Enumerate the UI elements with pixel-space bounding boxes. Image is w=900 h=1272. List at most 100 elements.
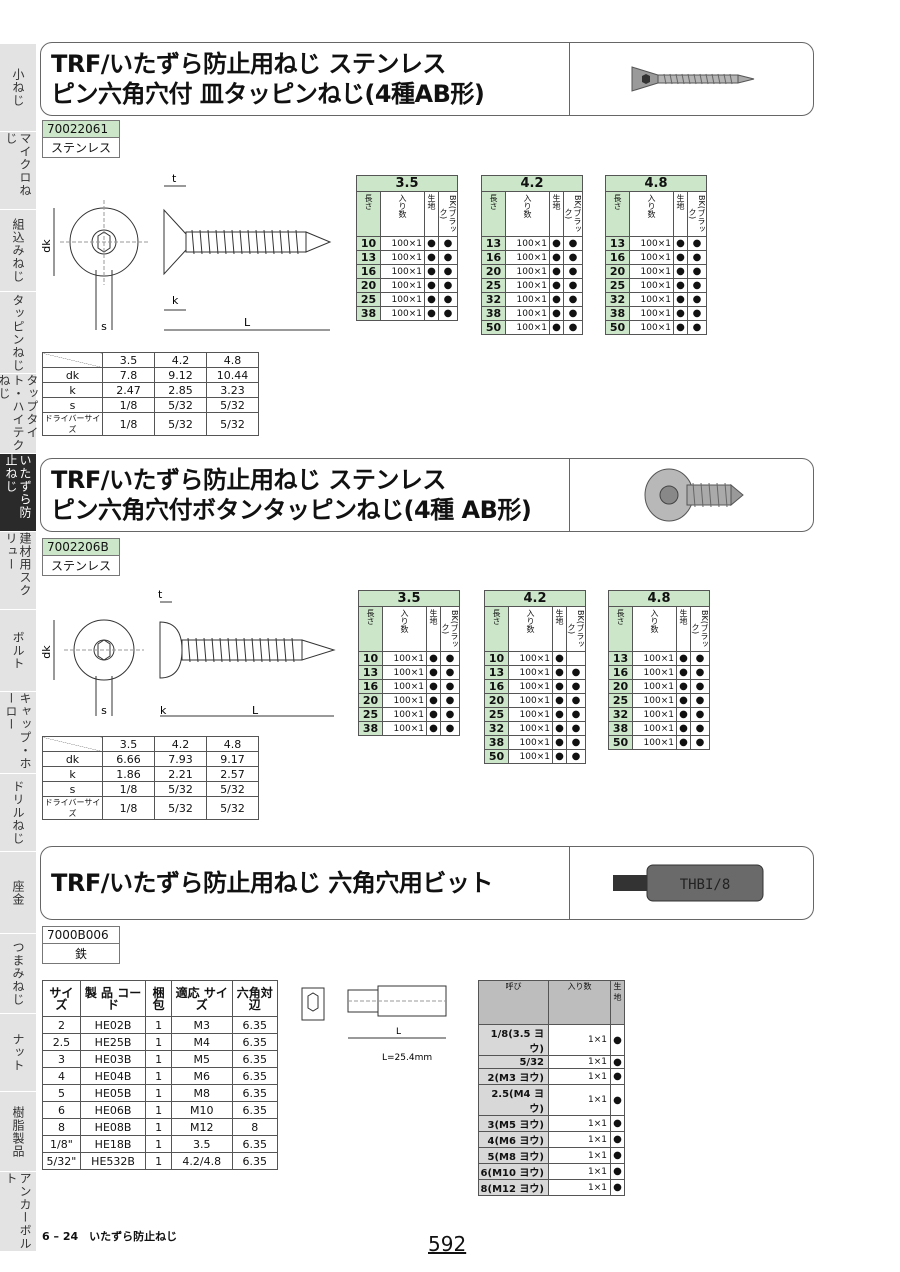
dim-cell: 5/32: [206, 781, 259, 797]
spec-cell: 13: [484, 665, 509, 680]
bit-cell: HE02B: [79, 1016, 147, 1034]
sel-cell: 1×1: [548, 1068, 611, 1085]
spec-cell: 100×1: [632, 721, 677, 736]
side-tab-14[interactable]: アンカーボルト: [0, 1172, 36, 1252]
spec-col-header: 入り数: [526, 609, 535, 633]
spec-cell: ●: [424, 292, 439, 307]
spec-cell: 50: [481, 320, 506, 335]
side-tab-12[interactable]: ナット: [0, 1014, 36, 1092]
bit-cell: HE04B: [79, 1067, 147, 1085]
bit-cell: M12: [170, 1118, 233, 1136]
sel-cell: ●: [610, 1055, 625, 1069]
svg-text:s: s: [101, 704, 107, 717]
section3-product-image: THBI/8: [569, 847, 813, 919]
spec-cell: 100×1: [382, 665, 427, 680]
bit-cell: 1: [145, 1084, 172, 1102]
spec-col-header: BK(ブラック): [567, 610, 585, 648]
spec-cell: ●: [426, 707, 441, 722]
bit-cell: M6: [170, 1067, 233, 1085]
spec-cell: ●: [440, 707, 460, 722]
spec-cell: 13: [358, 665, 383, 680]
spec-cell: ●: [438, 264, 458, 279]
side-tab-8[interactable]: キャップ・ホーロー: [0, 692, 36, 774]
svg-text:THBI/8: THBI/8: [679, 877, 730, 893]
dim-cell: 1/8: [102, 796, 155, 820]
side-tab-7[interactable]: ボルト: [0, 610, 36, 692]
spec-cell: 10: [484, 651, 509, 666]
spec-col-header: 長さ: [616, 609, 625, 625]
dim-cell: 9.12: [154, 367, 207, 383]
spec-cell: 25: [605, 278, 630, 293]
spec-col-header: 長さ: [492, 609, 501, 625]
spec-cell: 100×1: [505, 292, 550, 307]
spec-cell: 16: [605, 250, 630, 265]
spec-cell: ●: [440, 679, 460, 694]
svg-text:k: k: [172, 294, 179, 307]
spec-col-header: BK(ブラック): [439, 195, 457, 233]
spec-cell: ●: [440, 721, 460, 736]
spec-cell: 13: [481, 236, 506, 251]
side-tab-1[interactable]: マイクロねじ: [0, 132, 36, 210]
spec-cell: 25: [484, 707, 509, 722]
sel-cell: 1×1: [548, 1179, 611, 1196]
spec-cell: ●: [438, 306, 458, 321]
side-tab-4[interactable]: タップタイト・ハイテクねじ: [0, 374, 39, 454]
spec-cell: ●: [690, 707, 710, 722]
side-tab-9[interactable]: ドリルねじ: [0, 774, 36, 852]
sel-cell: 1×1: [548, 1055, 611, 1069]
spec-cell: ●: [676, 665, 691, 680]
side-tab-10[interactable]: 座金: [0, 852, 36, 934]
spec-cell: 38: [608, 721, 633, 736]
bit-cell: HE03B: [79, 1050, 147, 1068]
bit-cell: HE18B: [79, 1135, 147, 1153]
spec-cell: ●: [676, 721, 691, 736]
sel-cell: 2.5(M4 ヨウ): [478, 1084, 549, 1116]
spec-col-header: 入り数: [650, 609, 659, 633]
spec-cell: 100×1: [380, 306, 425, 321]
spec-cell: 100×1: [508, 651, 553, 666]
bit-cell: M5: [170, 1050, 233, 1068]
spec-cell: 32: [605, 292, 630, 307]
side-tab-11[interactable]: つまみねじ: [0, 934, 36, 1014]
spec-cell: ●: [676, 679, 691, 694]
dim-cell: ドライバーサイズ: [42, 796, 103, 820]
bit-cell: M8: [170, 1084, 233, 1102]
spec-cell: ●: [552, 707, 567, 722]
sel-cell: 2(M3 ヨウ): [478, 1068, 549, 1085]
section2-material: ステンレス: [50, 559, 111, 573]
side-tab-6[interactable]: 建材用スクリュー: [0, 532, 36, 610]
spec-cell: 13: [356, 250, 381, 265]
side-tab-0[interactable]: 小ねじ: [0, 44, 36, 132]
spec-cell: ●: [549, 278, 564, 293]
sel-header-cell: 入り数: [548, 980, 611, 1025]
side-tab-13[interactable]: 樹脂製品: [0, 1092, 36, 1172]
side-tab-5[interactable]: いたずら防止ねじ: [0, 454, 36, 532]
spec-col-header: 長さ: [364, 194, 373, 210]
bit-cell: HE06B: [79, 1101, 147, 1119]
sel-cell: 3(M5 ヨウ): [478, 1115, 549, 1132]
spec-cell: 100×1: [629, 236, 674, 251]
svg-text:L: L: [244, 316, 251, 329]
side-tab-2[interactable]: 組込みねじ: [0, 210, 36, 292]
side-tab-3[interactable]: タッピンねじ: [0, 292, 36, 374]
section2-code-box: 7002206B ステンレス: [42, 538, 120, 576]
spec-cell: ●: [440, 665, 460, 680]
bit-cell: 1: [145, 1118, 172, 1136]
section2-title: TRF/いたずら防止用ねじ ステンレス ピン六角穴付ボタンタッピンねじ(4種 A…: [41, 459, 569, 531]
spec-cell: ●: [566, 707, 586, 722]
spec-cell: ●: [566, 665, 586, 680]
